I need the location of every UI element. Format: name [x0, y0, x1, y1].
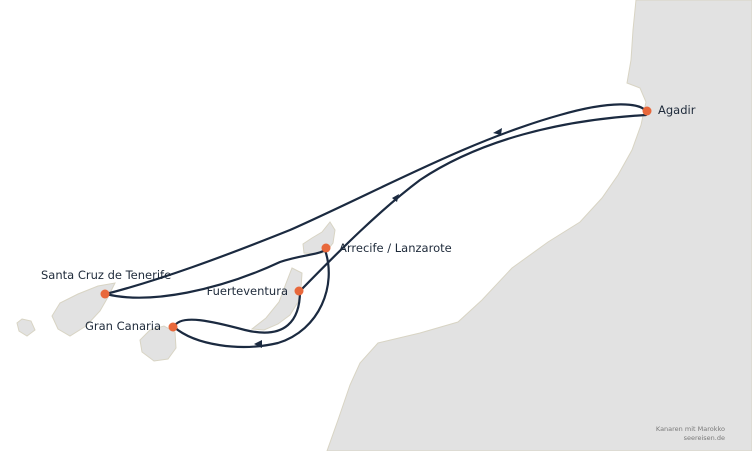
port-label-agadir: Agadir [658, 103, 696, 117]
mainland-africa [326, 0, 752, 451]
direction-arrow-northeast [392, 194, 399, 202]
island-gran-canaria [139, 325, 177, 362]
route-gran-canaria-to-fuerteventura [172, 289, 302, 334]
route-tenerife-to-lanzarote [104, 248, 327, 299]
port-label-fuerteventura: Fuerteventura [207, 284, 288, 298]
island-la-gomera [16, 318, 36, 337]
port-label-lanzarote: Arrecife / Lanzarote [339, 241, 452, 255]
credit-source: seereisen.de [683, 434, 725, 442]
port-label-tenerife: Santa Cruz de Tenerife [41, 268, 171, 282]
port-marker-tenerife[interactable] [100, 289, 110, 299]
route-lanzarote-to-gran-canaria [172, 248, 330, 348]
port-marker-lanzarote[interactable] [321, 243, 331, 253]
port-marker-gran-canaria[interactable] [168, 322, 178, 332]
route-fuerteventura-to-agadir [298, 113, 648, 293]
direction-arrow-westbound [493, 128, 502, 135]
island-tenerife [51, 282, 116, 337]
island-fuerteventura [250, 267, 303, 331]
port-label-gran-canaria: Gran Canaria [85, 319, 161, 333]
route-agadir-to-tenerife [104, 103, 648, 296]
direction-arrow-southwest [254, 340, 262, 348]
port-marker-agadir[interactable] [642, 106, 652, 116]
port-marker-fuerteventura[interactable] [294, 286, 304, 296]
map-credit: Kanaren mit Marokko seereisen.de [656, 425, 725, 443]
credit-title: Kanaren mit Marokko [655, 425, 725, 433]
